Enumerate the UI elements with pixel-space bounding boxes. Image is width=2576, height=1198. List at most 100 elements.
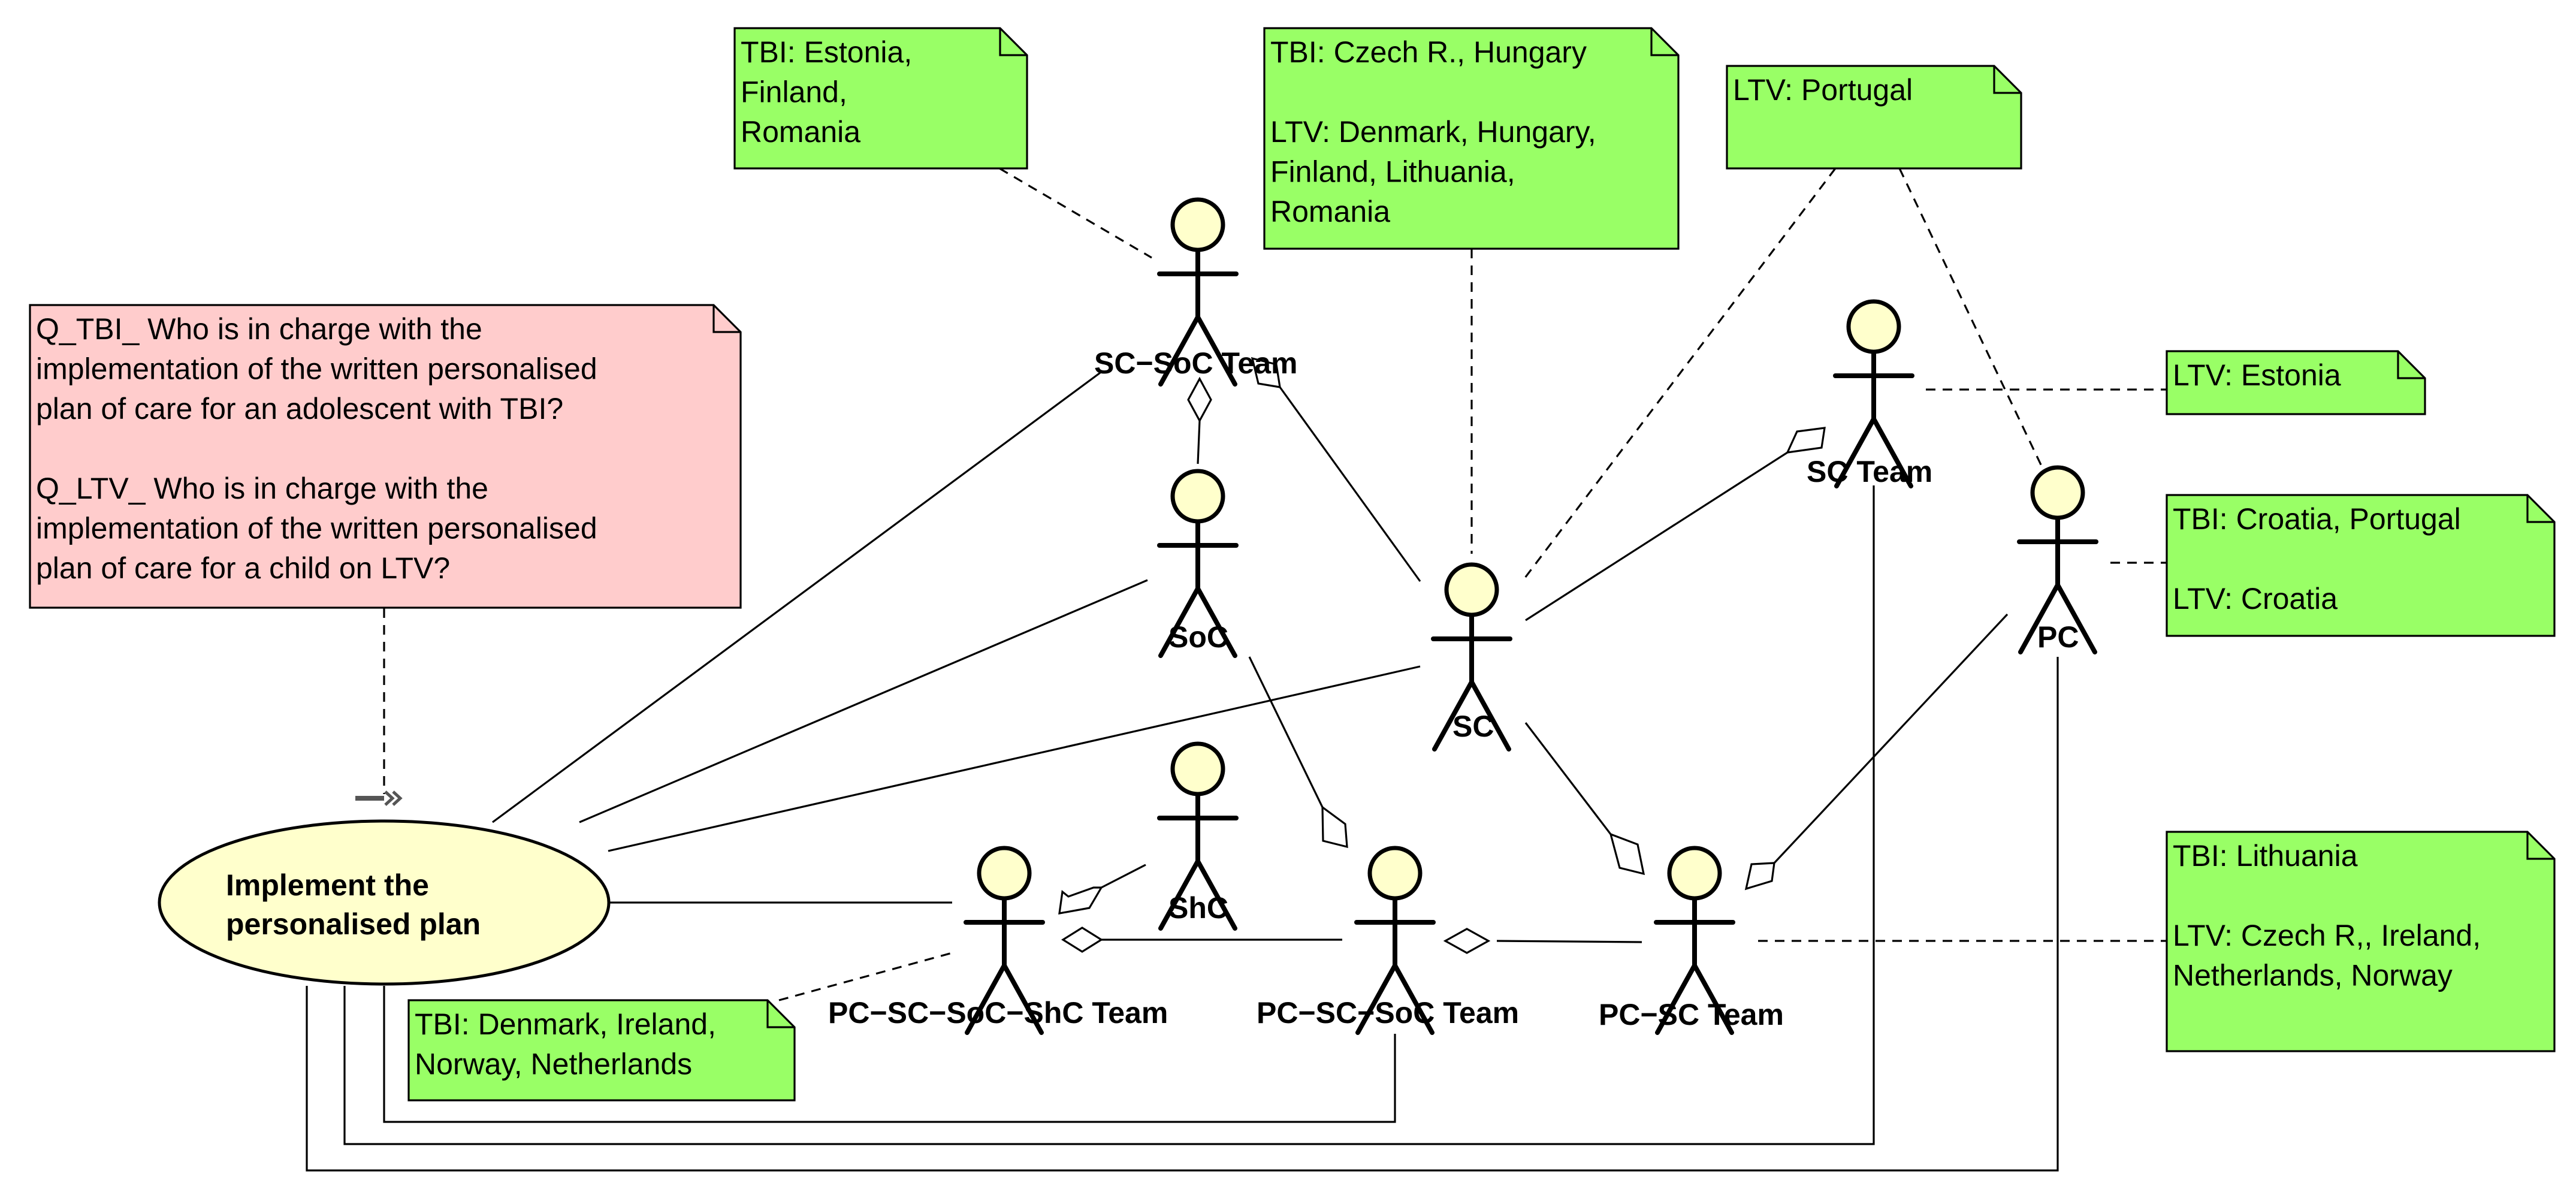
note-line: TBI: Denmark, Ireland, [415, 1007, 716, 1041]
note-fold-icon [2526, 832, 2554, 860]
note-text: Q_TBI_ Who is in charge with the implemen… [36, 312, 597, 585]
agg-line-pc-sc-team-to-pc-sc-soc-team [1496, 940, 1642, 943]
note-question[interactable]: Q_TBI_ Who is in charge with the implemen… [29, 304, 742, 609]
note-ltv-estonia[interactable]: LTV: Estonia [2166, 350, 2426, 415]
note-fold-icon [1650, 28, 1678, 56]
use-case-implement-plan[interactable]: Implement the personalised plan [158, 790, 611, 986]
actor-left-leg [1355, 963, 1397, 1035]
note-fold-icon [999, 28, 1027, 56]
actor-head-icon [1846, 299, 1901, 354]
actor-head-icon [1170, 469, 1225, 524]
actor-head-icon [1170, 741, 1225, 796]
note-line: TBI: Lithuania [2173, 839, 2358, 873]
actor-label: PC−SC−SoC−ShC Team [828, 996, 1168, 1030]
note-denmark-ireland[interactable]: TBI: Denmark, Ireland,Norway, Netherland… [407, 999, 796, 1102]
note-line: plan of care for an adolescent with TBI? [36, 392, 563, 426]
actor-label: SC−SoC Team [1094, 346, 1297, 380]
actor-label: PC−SC−SoC Team [1257, 996, 1519, 1030]
actor-left-leg [1432, 680, 1474, 752]
note-body [2166, 494, 2556, 637]
actor-sc-team[interactable]: SC Team [1807, 299, 1932, 488]
actor-left-leg [1655, 963, 1697, 1035]
note-line: LTV: Croatia [2173, 582, 2338, 615]
note-line: LTV: Estonia [2173, 358, 2341, 392]
note-line: implementation of the written personalis… [36, 512, 597, 545]
anchor-portugal-note-pc [1898, 168, 2046, 473]
note-text: TBI: Denmark, Ireland,Norway, Netherland… [415, 1007, 716, 1081]
note-fold-icon [2397, 351, 2425, 379]
diamond-sc-team [1786, 427, 1826, 454]
actor-pc-sc-soc-team[interactable]: PC−SC−SoC Team [1257, 846, 1519, 1035]
actor-label: PC [2037, 620, 2079, 654]
actor-label: SC [1452, 710, 1494, 743]
actor-left-leg [1158, 859, 1200, 931]
connectors [306, 167, 2167, 1172]
note-line: plan of care for a child on LTV? [36, 551, 450, 585]
actor-right-leg [1195, 859, 1237, 931]
note-line: Q_TBI_ Who is in charge with the [36, 312, 482, 346]
actor-sc[interactable]: SC [1431, 562, 1512, 752]
note-line: Q_LTV_ Who is in charge with the [36, 472, 488, 505]
note-body [2166, 831, 2556, 1052]
note-text: TBI: Estonia,Finland,Romania [741, 35, 912, 149]
use-case-label-line-1: Implement the [226, 868, 429, 902]
note-body [1726, 65, 2022, 170]
note-fold-icon [712, 305, 741, 333]
diamond-sc-soc-team-sc [1251, 357, 1281, 388]
note-line: LTV: Portugal [1733, 73, 1913, 107]
note-body [29, 304, 742, 609]
actor-left-leg [965, 963, 1007, 1035]
svg-text:Implement the personalis: Implement the personalised plan [226, 868, 481, 941]
assoc-pc [306, 657, 2059, 1172]
actor-sc-soc-team[interactable]: SC−SoC Team [1094, 197, 1297, 387]
actor-left-leg [1158, 586, 1200, 658]
note-line: LTV: Czech R,, Ireland, [2173, 919, 2481, 952]
notes: Q_TBI_ Who is in charge with the implemen… [29, 27, 2556, 1102]
actor-left-leg [2018, 583, 2060, 654]
note-line: Netherlands, Norway [2173, 959, 2453, 992]
actor-right-leg [1692, 963, 1734, 1035]
assoc-soc [579, 579, 1148, 823]
actor-shc[interactable]: ShC [1157, 741, 1239, 931]
note-text: LTV: Portugal [1733, 73, 1913, 107]
diamond-pc-sc-team-sc [1609, 832, 1645, 876]
actor-label: SC Team [1807, 455, 1932, 488]
assoc-sc [608, 665, 1421, 852]
note-line: Finland, [741, 76, 847, 109]
note-body [733, 27, 1028, 170]
use-case-ellipse [158, 819, 611, 986]
note-body [2166, 350, 2426, 415]
actor-head-icon [977, 846, 1032, 901]
agg-line-sc-to-pc-sc-team [1524, 722, 1612, 835]
actor-right-leg [2055, 583, 2097, 654]
note-line: LTV: Denmark, Hungary, [1270, 115, 1596, 149]
agg-line-soc-to-sc-soc-team [1197, 420, 1201, 464]
diamond-pc-sc-team-pc [1744, 862, 1775, 891]
actor-head-icon [2030, 465, 2085, 520]
note-line: TBI: Czech R., Hungary [1270, 35, 1587, 69]
actor-right-leg [1002, 963, 1044, 1035]
anchor-portugal-note-sc [1522, 168, 1837, 581]
actor-right-leg [1393, 963, 1435, 1035]
actor-right-leg [1871, 417, 1913, 488]
actor-right-leg [1469, 680, 1511, 752]
diamond-pc-sc-soc-shc-team [1061, 927, 1104, 953]
actor-pc[interactable]: PC [2017, 465, 2098, 654]
agg-line-sc-to-sc-team [1525, 451, 1788, 621]
actor-pc-sc-soc-shc-team[interactable]: PC−SC−SoC−ShC Team [828, 846, 1168, 1035]
note-line: Romania [1270, 195, 1390, 228]
note-estonia-finland-romania[interactable]: TBI: Estonia,Finland,Romania [733, 27, 1028, 170]
actor-head-icon [1444, 562, 1499, 617]
actor-right-leg [1195, 586, 1237, 658]
assoc-pc-sc-soc-team [383, 986, 1396, 1123]
note-portugal[interactable]: LTV: Portugal [1726, 65, 2022, 170]
actor-pc-sc-team[interactable]: PC−SC Team [1599, 846, 1784, 1035]
actor-soc[interactable]: SoC [1157, 469, 1239, 658]
